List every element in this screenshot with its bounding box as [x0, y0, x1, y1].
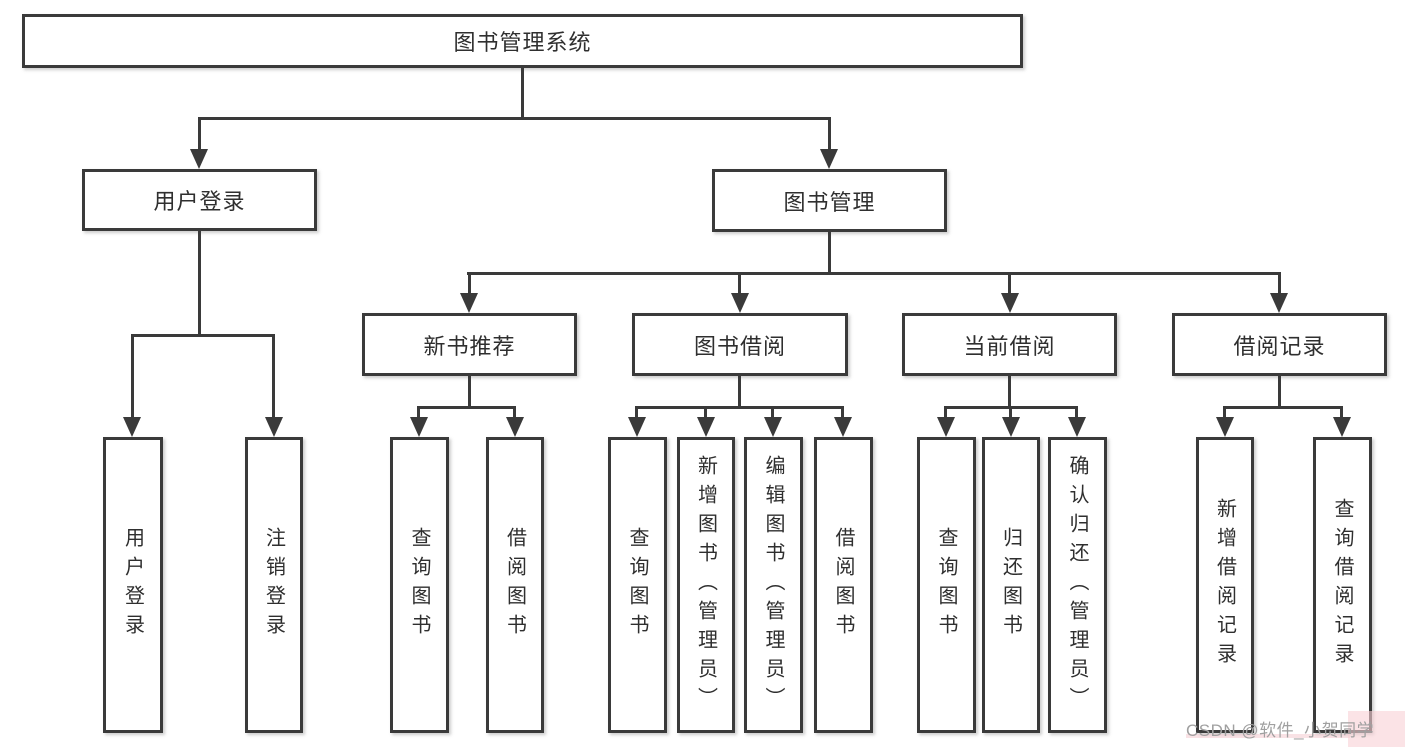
watermark-highlight: [1348, 711, 1405, 747]
leaf-confirm-return-admin: 确认归还（管理员）: [1048, 437, 1107, 733]
connector-vline: [635, 406, 638, 420]
leaf-add-borrow-record: 新增借阅记录: [1196, 437, 1254, 733]
arrowhead: [731, 293, 749, 313]
connector-vline: [704, 406, 707, 420]
arrowhead: [265, 417, 283, 437]
connector-vline: [131, 334, 134, 419]
watermark-underline: [1186, 734, 1350, 738]
connector-vline: [1008, 272, 1011, 296]
connector-vline: [944, 406, 947, 420]
connector-vline: [198, 117, 201, 153]
arrowhead: [506, 417, 524, 437]
leaf-query-borrow-record: 查询借阅记录: [1313, 437, 1372, 733]
connector-hline: [635, 406, 844, 409]
arrowhead: [1216, 417, 1234, 437]
leaf-edit-books-admin: 编辑图书（管理员）: [744, 437, 803, 733]
node-library-management-system: 图书管理系统: [22, 14, 1023, 68]
connector-vline: [1278, 272, 1281, 296]
node-new-book-recommendation: 新书推荐: [362, 313, 577, 376]
leaf-query-books-recommend: 查询图书: [390, 437, 449, 733]
connector-vline: [1340, 406, 1343, 420]
arrowhead: [820, 149, 838, 169]
connector-vline: [198, 231, 201, 337]
arrowhead: [628, 417, 646, 437]
leaf-return-books: 归还图书: [982, 437, 1040, 733]
connector-hline: [198, 117, 831, 120]
connector-vline: [1008, 376, 1011, 409]
connector-hline: [944, 406, 1078, 409]
arrowhead: [190, 149, 208, 169]
connector-vline: [738, 272, 741, 296]
node-book-borrowing: 图书借阅: [632, 313, 848, 376]
connector-vline: [468, 376, 471, 409]
connector-vline: [738, 376, 741, 409]
connector-vline: [468, 272, 471, 296]
arrowhead: [123, 417, 141, 437]
connector-vline: [417, 406, 420, 420]
connector-vline: [771, 406, 774, 420]
connector-vline: [828, 117, 831, 153]
leaf-query-books-borrowing: 查询图书: [608, 437, 667, 733]
node-book-management: 图书管理: [712, 169, 947, 232]
arrowhead: [1068, 417, 1086, 437]
leaf-user-login: 用户登录: [103, 437, 163, 733]
connector-hline: [1223, 406, 1343, 409]
connector-vline: [1223, 406, 1226, 420]
connector-vline: [1009, 406, 1012, 420]
arrowhead: [410, 417, 428, 437]
connector-vline: [841, 406, 844, 420]
watermark: CSDN @软件_小贺同学: [1186, 721, 1375, 740]
connector-hline: [467, 272, 1281, 275]
arrowhead: [1333, 417, 1351, 437]
leaf-query-books-current: 查询图书: [917, 437, 976, 733]
node-current-borrowing: 当前借阅: [902, 313, 1117, 376]
connector-vline: [272, 334, 275, 419]
node-user-login: 用户登录: [82, 169, 317, 231]
connector-vline: [1075, 406, 1078, 420]
leaf-borrow-books-borrowing: 借阅图书: [814, 437, 873, 733]
arrowhead: [937, 417, 955, 437]
connector-vline: [521, 68, 524, 120]
connector-hline: [131, 334, 275, 337]
node-borrowing-records: 借阅记录: [1172, 313, 1387, 376]
arrowhead: [697, 417, 715, 437]
connector-vline: [828, 232, 831, 275]
arrowhead: [1002, 417, 1020, 437]
arrowhead: [764, 417, 782, 437]
arrowhead: [1270, 293, 1288, 313]
connector-vline: [513, 406, 516, 420]
leaf-add-books-admin: 新增图书（管理员）: [677, 437, 735, 733]
arrowhead: [460, 293, 478, 313]
arrowhead: [1001, 293, 1019, 313]
connector-hline: [417, 406, 516, 409]
leaf-logout: 注销登录: [245, 437, 303, 733]
arrowhead: [834, 417, 852, 437]
connector-vline: [1278, 375, 1281, 409]
leaf-borrow-books-recommend: 借阅图书: [486, 437, 544, 733]
